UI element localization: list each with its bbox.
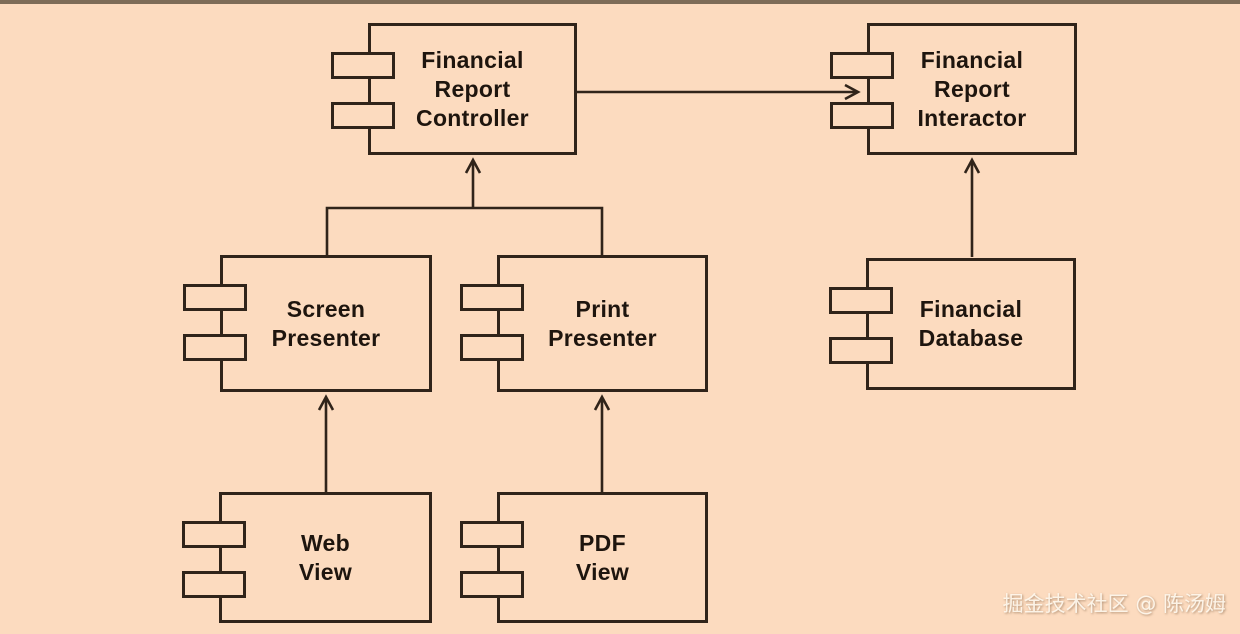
component-tab-icon	[331, 52, 395, 79]
top-border-strip	[0, 0, 1240, 4]
component-tab-icon	[830, 102, 894, 129]
component-tab-icon	[183, 284, 247, 311]
watermark-text: 掘金技术社区 @ 陈汤姆	[1002, 592, 1226, 616]
component-tab-icon	[460, 571, 524, 598]
node-web-view: Web View	[182, 492, 432, 623]
node-pdf-view: PDF View	[460, 492, 708, 623]
component-tab-icon	[460, 521, 524, 548]
component-tab-icon	[829, 337, 893, 364]
node-label-financial-report-controller: Financial Report Controller	[416, 46, 529, 131]
node-financial-report-interactor: Financial Report Interactor	[830, 23, 1077, 155]
component-tab-icon	[182, 521, 246, 548]
node-print-presenter: Print Presenter	[460, 255, 708, 392]
node-label-print-presenter: Print Presenter	[548, 295, 657, 351]
component-tab-icon	[331, 102, 395, 129]
node-label-financial-database: Financial Database	[918, 296, 1024, 351]
node-label-financial-report-interactor: Financial Report Interactor	[917, 46, 1027, 131]
component-tab-icon	[460, 334, 524, 361]
node-label-pdf-view: PDF View	[575, 529, 630, 585]
node-financial-report-controller: Financial Report Controller	[331, 23, 577, 155]
node-label-web-view: Web View	[298, 529, 353, 585]
node-financial-database: Financial Database	[829, 258, 1076, 390]
component-tab-icon	[830, 52, 894, 79]
component-tab-icon	[460, 284, 524, 311]
node-screen-presenter: Screen Presenter	[183, 255, 432, 392]
edge-presenters-merge-connector	[325, 206, 604, 255]
component-tab-icon	[183, 334, 247, 361]
component-tab-icon	[829, 287, 893, 314]
node-label-screen-presenter: Screen Presenter	[271, 295, 381, 351]
component-tab-icon	[182, 571, 246, 598]
